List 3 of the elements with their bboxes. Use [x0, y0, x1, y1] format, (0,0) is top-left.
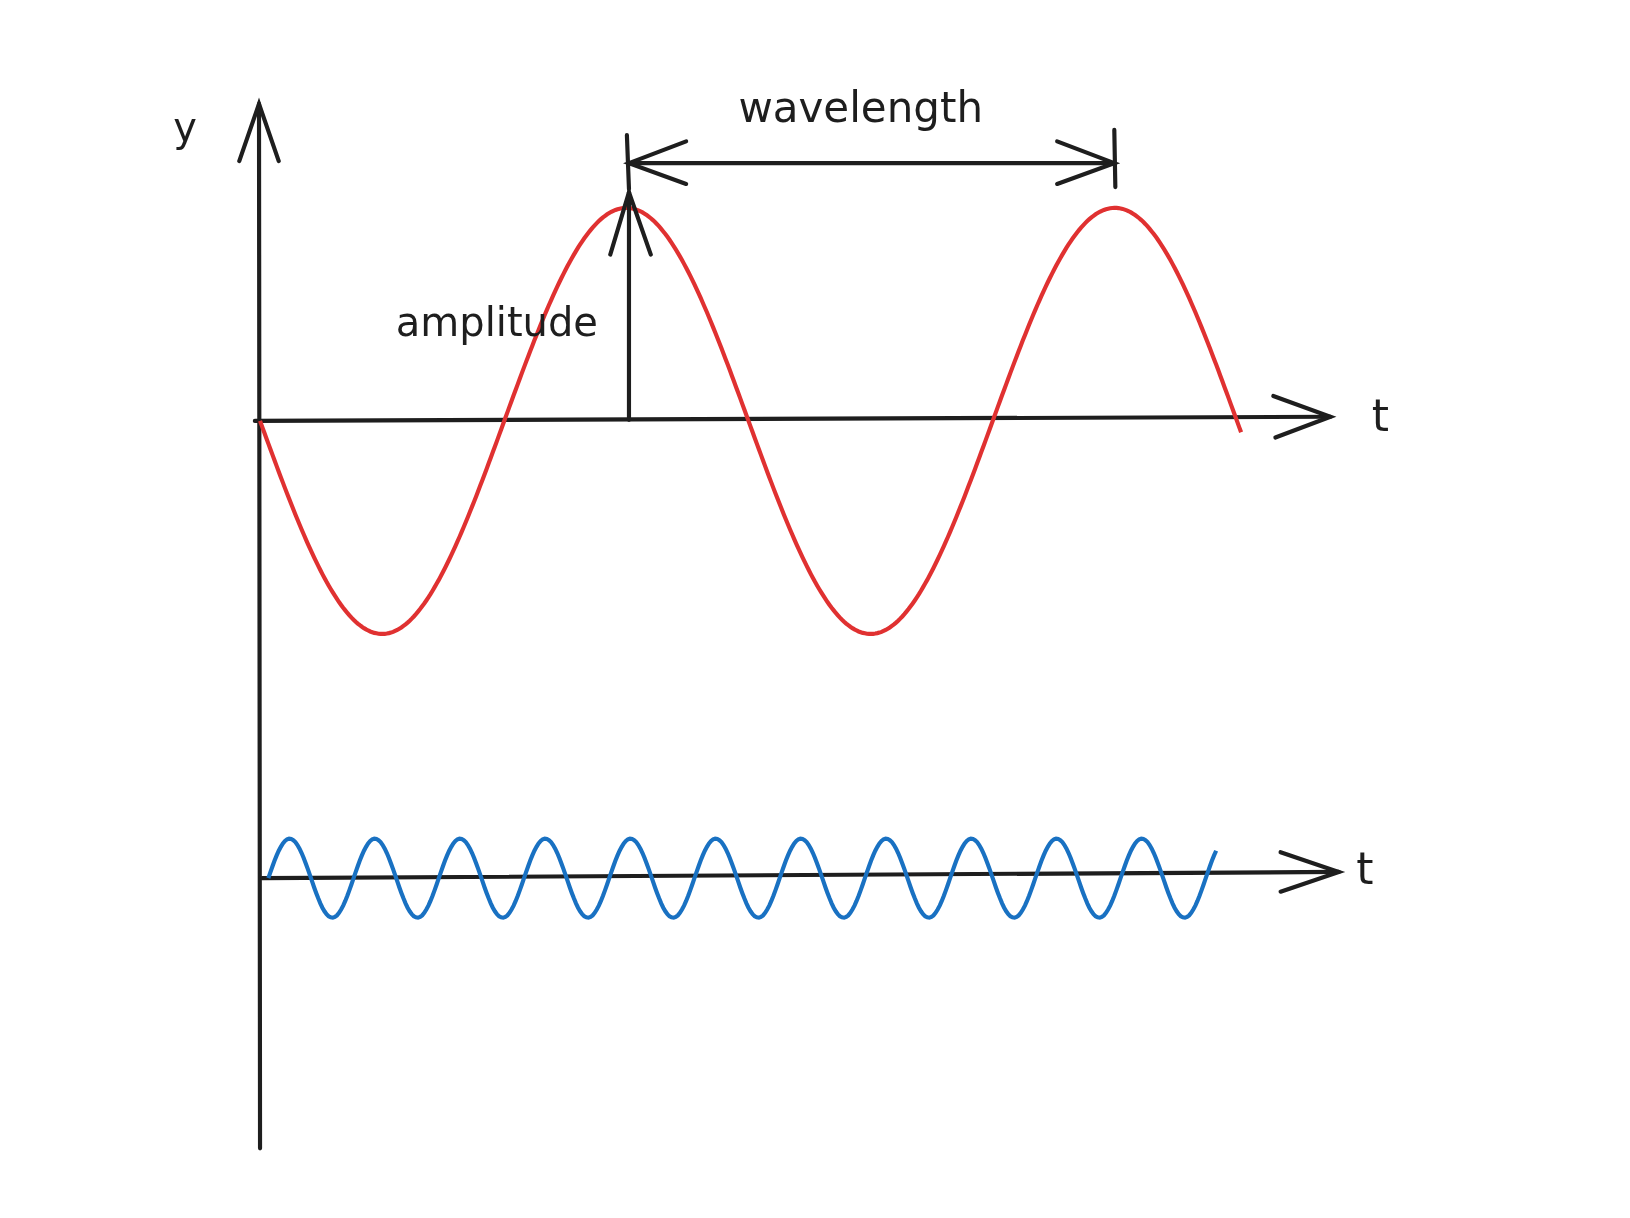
axis-label: t	[1371, 393, 1390, 438]
axis-label: t	[1356, 847, 1374, 892]
dimension-label: wavelength	[738, 87, 984, 130]
